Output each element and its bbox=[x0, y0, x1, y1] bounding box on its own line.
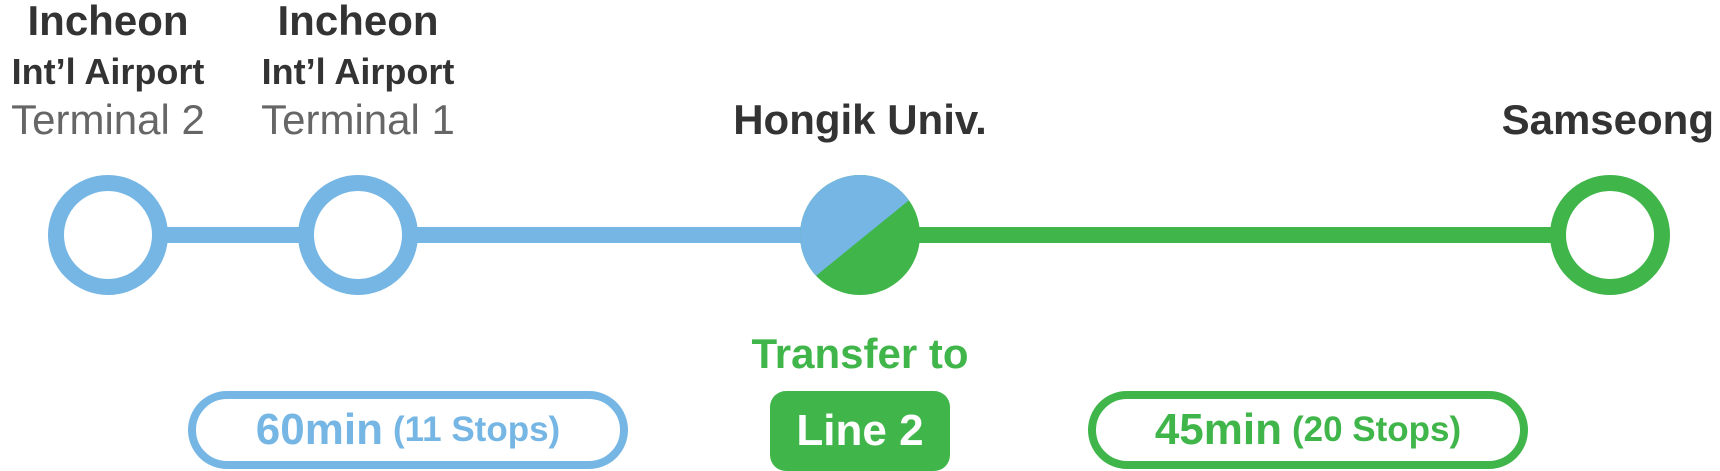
station-terminal2-name-line3: Terminal 2 bbox=[11, 96, 205, 143]
line2-badge-label: Line 2 bbox=[796, 406, 924, 455]
station-terminal1-name-line2: Int’l Airport bbox=[261, 51, 455, 92]
station-samseong-name: Samseong bbox=[1501, 96, 1714, 143]
station-terminal1-name-line1: Incheon bbox=[277, 0, 439, 44]
station-terminal1-name-line3: Terminal 1 bbox=[261, 96, 455, 143]
airport-segment-stops: (11 Stops) bbox=[392, 410, 561, 449]
line2-segment-time: 45min bbox=[1154, 405, 1282, 454]
transfer-label: Transfer to bbox=[751, 330, 969, 377]
airport-segment-time: 60min bbox=[255, 405, 383, 454]
station-samseong-marker bbox=[1550, 175, 1670, 295]
station-terminal2-name-line2: Int’l Airport bbox=[11, 51, 205, 92]
station-hongik-marker bbox=[800, 175, 920, 295]
station-terminal1-marker bbox=[298, 175, 418, 295]
station-terminal2-marker bbox=[48, 175, 168, 295]
line2-segment-duration-pill: 45min (20 Stops) bbox=[1088, 391, 1528, 469]
station-hongik-name: Hongik Univ. bbox=[733, 96, 987, 143]
airport-segment-duration-pill: 60min (11 Stops) bbox=[188, 391, 628, 469]
line2-badge: Line 2 bbox=[770, 391, 950, 471]
line2-segment-stops: (20 Stops) bbox=[1291, 410, 1462, 449]
station-terminal2-name-line1: Incheon bbox=[27, 0, 189, 44]
